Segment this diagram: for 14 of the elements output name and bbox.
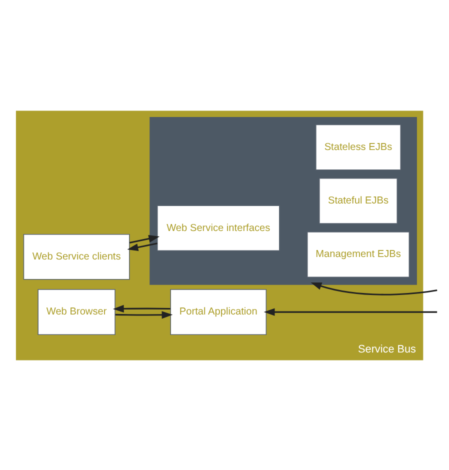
node-box: Stateful EJBs: [319, 178, 398, 224]
node-box: Portal Application: [170, 288, 267, 334]
arrow: [127, 242, 158, 251]
arrow: [310, 282, 438, 295]
cluster: [150, 116, 417, 284]
arrow: [112, 304, 170, 312]
node-box: Web Service clients: [23, 233, 130, 280]
node-box: Web Service interfaces: [157, 204, 280, 251]
node-box: Management EJBs: [306, 231, 410, 277]
arrow: [129, 234, 160, 244]
arrow: [115, 310, 173, 318]
node-box: Stateless EJBs: [316, 124, 402, 170]
arrow: [264, 308, 438, 316]
node-box: Web Browser: [38, 288, 116, 334]
